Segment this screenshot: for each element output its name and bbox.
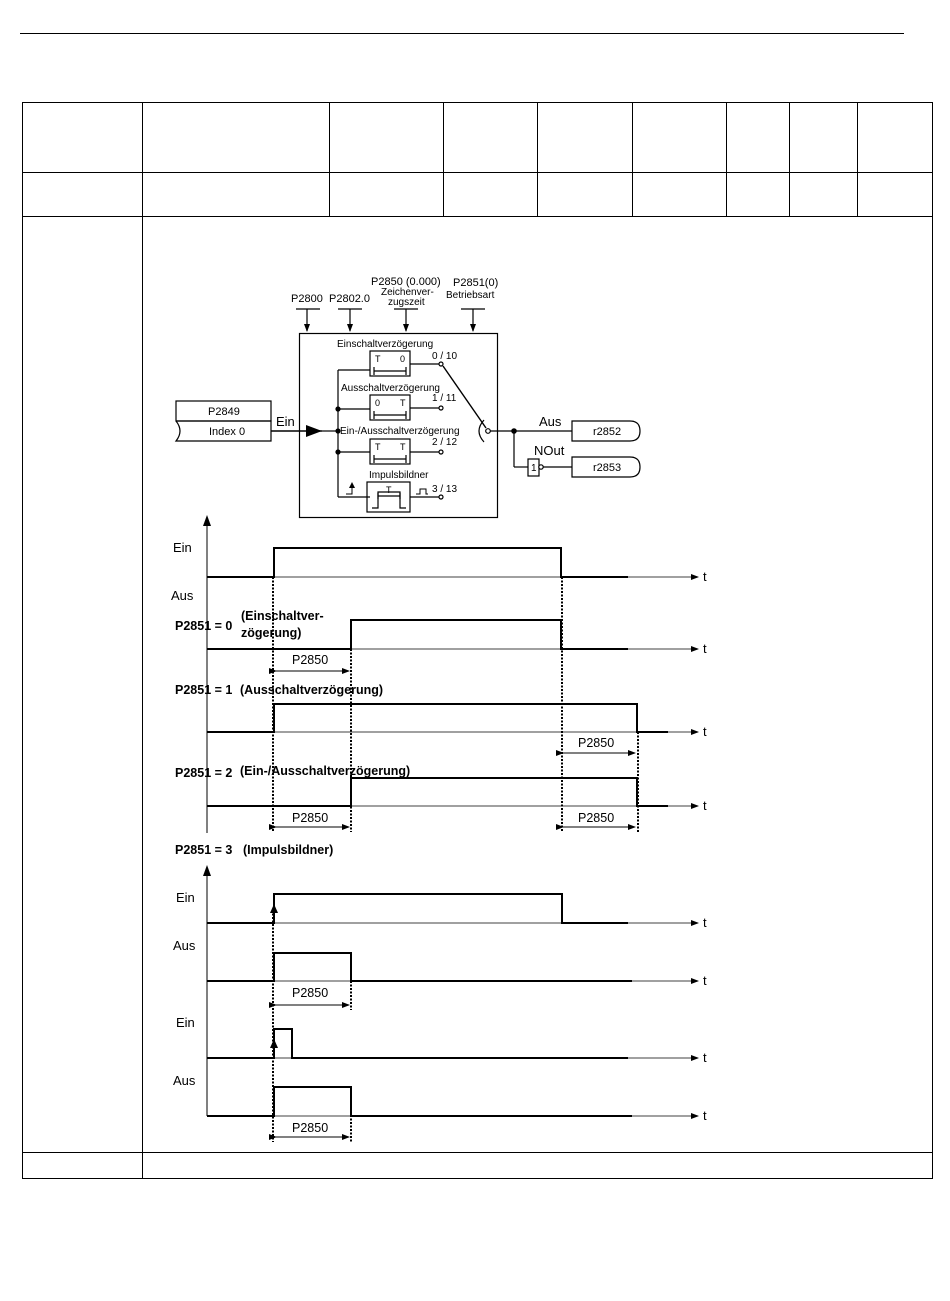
- p2800-label: P2800: [291, 293, 323, 305]
- aus-label: Aus: [171, 588, 194, 603]
- mode-einaus-label: Ein-/Ausschaltverzögerung: [340, 426, 460, 437]
- mode0-heading: P2851 = 0: [175, 619, 232, 633]
- input-connector-p2849: P2849 Index 0: [174, 400, 272, 442]
- input-waveform: [207, 547, 628, 578]
- p2802-label: P2802.0: [329, 293, 370, 305]
- pulse-input-short: [207, 1028, 628, 1059]
- timing-diagram-delays: Ein Aus t P2851 = 0 (Einschaltver- zöger…: [171, 515, 707, 833]
- mode2-waveform: [207, 777, 668, 807]
- code-0: 0 / 10: [432, 351, 457, 362]
- mode-einschalt-label: Einschaltverzögerung: [337, 339, 433, 350]
- selector-switch: [442, 365, 487, 429]
- svg-text:T: T: [386, 485, 392, 495]
- svg-text:0: 0: [375, 398, 380, 408]
- svg-text:t: t: [703, 973, 707, 988]
- pulse-aus-label-2: Aus: [173, 1073, 196, 1088]
- pulse-p2850-b: P2850: [292, 1121, 328, 1135]
- mode2-heading: P2851 = 2: [175, 766, 232, 780]
- mode3-desc: (Impulsbildner): [243, 843, 333, 857]
- svg-text:1: 1: [531, 463, 537, 474]
- mode2-p2850-b: P2850: [578, 811, 614, 825]
- mode-ausschalt-label: Ausschaltverzögerung: [341, 383, 440, 394]
- mode3-heading: P2851 = 3: [175, 843, 232, 857]
- pulse-p2850-a: P2850: [292, 986, 328, 1000]
- output-r2853: [571, 456, 641, 478]
- mode0-desc-2: zögerung): [241, 626, 301, 640]
- block-diagram: P2800 P2802.0 P2850 (0.000) Zeichenver- …: [174, 276, 641, 519]
- svg-text:0: 0: [400, 354, 405, 364]
- mode2-p2850-a: P2850: [292, 811, 328, 825]
- svg-text:Index 0: Index 0: [209, 426, 245, 438]
- pulse-input-long: [207, 893, 628, 924]
- pulse-aus-label-1: Aus: [173, 938, 196, 953]
- code-1: 1 / 11: [432, 393, 457, 404]
- mode1-waveform: [207, 703, 668, 733]
- mode1-p2850: P2850: [578, 736, 614, 750]
- svg-text:T: T: [375, 354, 381, 364]
- svg-text:t: t: [703, 569, 707, 584]
- svg-text:t: t: [703, 1108, 707, 1123]
- ein-label: Ein: [173, 540, 192, 555]
- code-2: 2 / 12: [432, 437, 457, 448]
- p2851-desc: Betriebsart: [446, 290, 495, 301]
- pulse-output-2: [207, 1086, 632, 1117]
- code-3: 3 / 13: [432, 484, 457, 495]
- timing-diagram-pulse: P2851 = 3 (Impulsbildner) Ein Aus Ein Au…: [173, 843, 707, 1142]
- svg-text:t: t: [703, 641, 707, 656]
- svg-text:P2849: P2849: [208, 406, 240, 418]
- svg-text:T: T: [400, 442, 406, 452]
- header-rule: [20, 33, 904, 34]
- p2850-desc-2: zugszeit: [388, 297, 425, 308]
- mode-impuls-label: Impulsbildner: [369, 470, 429, 481]
- p2851-label: P2851(0): [453, 277, 498, 289]
- svg-text:t: t: [703, 1050, 707, 1065]
- svg-text:t: t: [703, 724, 707, 739]
- svg-text:t: t: [703, 798, 707, 813]
- mode0-waveform: [207, 619, 628, 650]
- pulse-output-1: [207, 952, 632, 982]
- p2850-label: P2850 (0.000): [371, 276, 441, 288]
- mode0-desc-1: (Einschaltver-: [241, 609, 324, 623]
- mode2-desc: (Ein-/Ausschaltverzögerung): [240, 764, 410, 778]
- mode0-p2850: P2850: [292, 653, 328, 667]
- svg-text:T: T: [375, 442, 381, 452]
- parameter-table: [22, 102, 933, 1179]
- nout-output-label: NOut: [534, 443, 565, 458]
- mode1-desc: (Ausschaltverzögerung): [240, 683, 383, 697]
- p2850-desc-1: Zeichenver-: [381, 287, 434, 298]
- svg-text:t: t: [703, 915, 707, 930]
- input-signal-label: Ein: [276, 414, 295, 429]
- output-r2852: [571, 420, 641, 442]
- pulse-ein-label-2: Ein: [176, 1015, 195, 1030]
- mode1-heading: P2851 = 1: [175, 683, 232, 697]
- svg-text:r2853: r2853: [593, 462, 621, 474]
- pulse-ein-label-1: Ein: [176, 890, 195, 905]
- timer-block: [298, 332, 499, 519]
- svg-text:r2852: r2852: [593, 426, 621, 438]
- svg-text:T: T: [400, 398, 406, 408]
- aus-output-label: Aus: [539, 414, 562, 429]
